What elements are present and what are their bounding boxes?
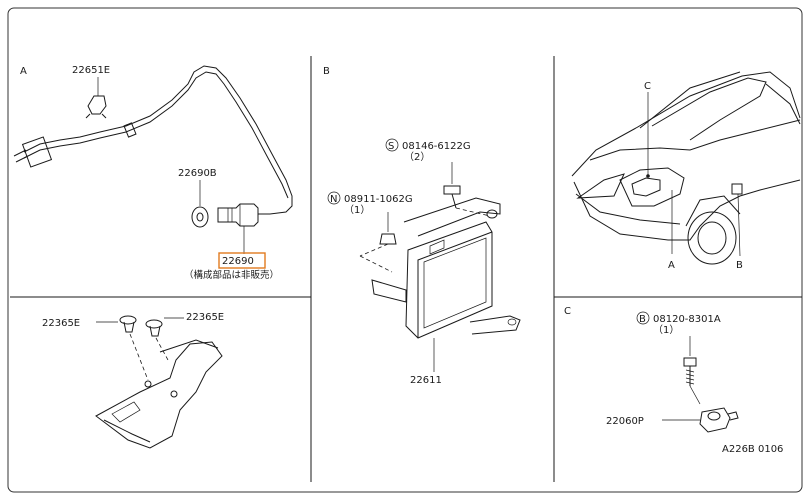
clip-left-body (123, 321, 135, 333)
bolt-shank (451, 193, 457, 209)
car-label-b: B (736, 260, 743, 271)
car-side-marker (731, 183, 743, 195)
label-22611: 22611 (410, 375, 442, 386)
car-headlight (576, 173, 625, 199)
marker-s: S (388, 141, 394, 152)
connector-pin-2 (15, 155, 29, 163)
nut-22690b (191, 206, 209, 228)
bracket-hole-right (507, 318, 517, 326)
qty-08911: （1） (344, 204, 370, 216)
car-windshield (651, 77, 767, 141)
knock-bolt-thread (685, 369, 695, 385)
car-bumper-line (575, 193, 681, 225)
dash-clip-left (129, 333, 149, 381)
connector-pin-1 (13, 149, 27, 157)
panel-b: B S 08146-6122G （2） N 08911-1062G （1） (323, 66, 521, 386)
car-engine-module (619, 167, 685, 207)
car-hood-line (589, 119, 801, 161)
panel-c: C B 08120-8301A （1） 22060P (564, 306, 739, 433)
nut-08911 (379, 233, 397, 245)
ecu-front-panel (423, 237, 487, 329)
ecu-connector (429, 239, 445, 255)
label-22365e-left: 22365E (42, 318, 80, 329)
ecu-bracket-top (403, 197, 501, 237)
panel-c-label: C (564, 306, 571, 317)
knock-bolt-head (683, 357, 697, 367)
car-wheel-arch (685, 195, 741, 227)
car-label-a: A (668, 260, 675, 271)
clip-22651e-legs (85, 113, 107, 119)
document-reference: A226B 0106 (722, 444, 783, 455)
car-front-hub (697, 221, 727, 255)
label-08146-6122g: 08146-6122G (402, 141, 471, 152)
car-side-window (765, 83, 801, 125)
circle-b-marker (636, 311, 650, 325)
knock-sensor-connector (727, 411, 739, 421)
marker-n: N (330, 194, 337, 205)
marker-b: B (639, 314, 646, 325)
clip-left-head (119, 315, 137, 325)
car-lower-body (573, 179, 801, 241)
panel-a-label: A (20, 66, 27, 77)
qty-08120: （1） (653, 324, 679, 336)
car-label-c: C (644, 81, 651, 92)
knock-sensor-hole (707, 411, 721, 421)
shield-hole-right (170, 390, 178, 398)
nut-dash-2 (359, 255, 393, 273)
label-08120-8301a: 08120-8301A (653, 314, 721, 325)
heat-shield-top (159, 339, 219, 353)
dash-clip-right (155, 337, 169, 361)
ecu-body (405, 221, 493, 339)
label-08911-1062g: 08911-1062G (344, 194, 413, 205)
label-22365e-right: 22365E (186, 312, 224, 323)
heat-shield-edge (103, 419, 151, 443)
car-overview: C A B (571, 71, 801, 271)
car-windshield-top (639, 71, 741, 129)
car-front-wheel (687, 211, 737, 265)
clip-right-body (149, 325, 161, 337)
ecu-front-edge (417, 231, 493, 338)
knock-bolt-leader (689, 385, 701, 405)
clip-right-head (145, 319, 163, 329)
sensor-cable (23, 65, 293, 215)
heat-shield-cutout (111, 401, 141, 423)
panel-a: A 22651E 22690B 22690 （構成部品は非販売） (13, 65, 293, 281)
highlight-22690 (218, 252, 266, 269)
clip-22651e (87, 95, 107, 115)
car-hood-roof (571, 71, 801, 177)
shield-hole-left (144, 380, 152, 388)
cable-clip (123, 122, 137, 138)
bolt-dash-line (455, 207, 491, 217)
outer-frame (7, 7, 803, 493)
heat-shield (95, 341, 223, 449)
panel-b-label: B (323, 66, 330, 77)
qty-08146: （2） (404, 151, 430, 163)
sensor-cable-inner (23, 71, 289, 199)
nut-dash-1 (359, 243, 389, 257)
label-22690b: 22690B (178, 168, 217, 179)
label-22690[interactable]: 22690 (222, 256, 254, 267)
label-22651e: 22651E (72, 65, 110, 76)
circle-n-marker (327, 191, 341, 205)
sensor-body-22690 (217, 203, 259, 227)
ecu-bracket-right (469, 315, 521, 335)
circle-s-marker (385, 138, 399, 152)
nut-22690b-hole (196, 212, 204, 222)
ecu-bracket-left (371, 279, 407, 303)
car-engine-detail (631, 177, 661, 197)
sensor-connector (21, 136, 53, 168)
label-22060p: 22060P (606, 416, 644, 427)
leader-car-b (737, 193, 741, 257)
knock-sensor (699, 407, 731, 433)
note-not-sold: （構成部品は非販売） (184, 269, 279, 281)
bolt-head (443, 185, 461, 195)
panel-d: 22365E 22365E (42, 312, 224, 449)
point-car-c (646, 174, 650, 178)
